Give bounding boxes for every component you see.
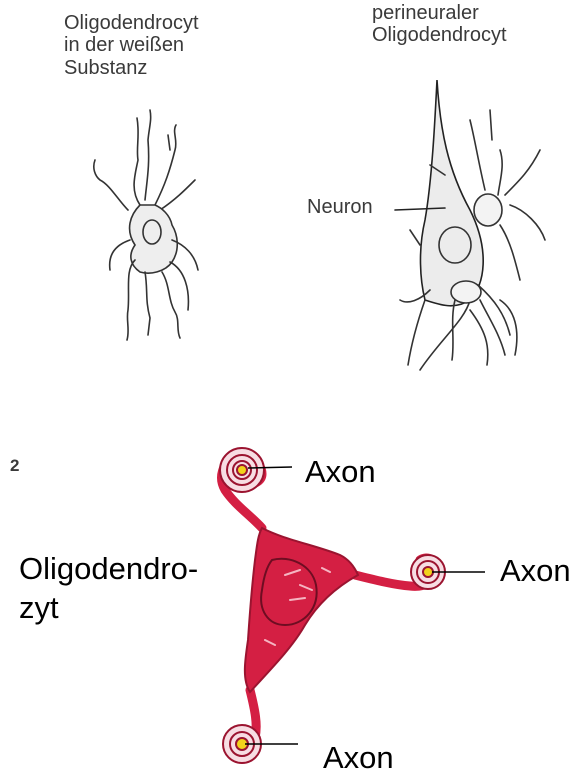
label-oligodendrozyt: Oligodendro- zyt	[19, 550, 198, 628]
label-axon-bottom: Axon	[323, 739, 394, 778]
cell-body	[245, 528, 358, 692]
neuron-body	[420, 80, 483, 306]
label-neuron: Neuron	[307, 196, 373, 218]
oligodendrocyte-color-drawing	[220, 448, 485, 763]
label-oligodendrocyte-white-matter: Oligodendrocyt in der weißen Substanz	[64, 12, 199, 79]
figure-number: 2	[10, 456, 19, 475]
axon-top-leader	[248, 467, 292, 468]
label-perineural-oligodendrocyte: perineuraler Oligodendrocyt	[372, 2, 507, 47]
label-axon-top: Axon	[305, 453, 376, 492]
myelin-spiral-top	[220, 448, 264, 492]
perineural-oligodendrocyte-drawing	[395, 80, 545, 370]
label-axon-right: Axon	[500, 552, 571, 591]
oligodendrocyte-white-matter-drawing	[94, 110, 198, 340]
